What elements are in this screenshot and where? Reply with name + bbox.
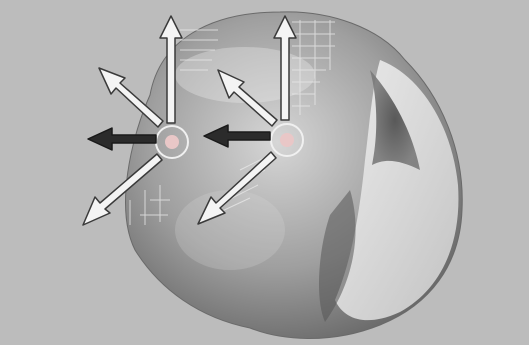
tooth-highlight-lower xyxy=(175,190,285,270)
